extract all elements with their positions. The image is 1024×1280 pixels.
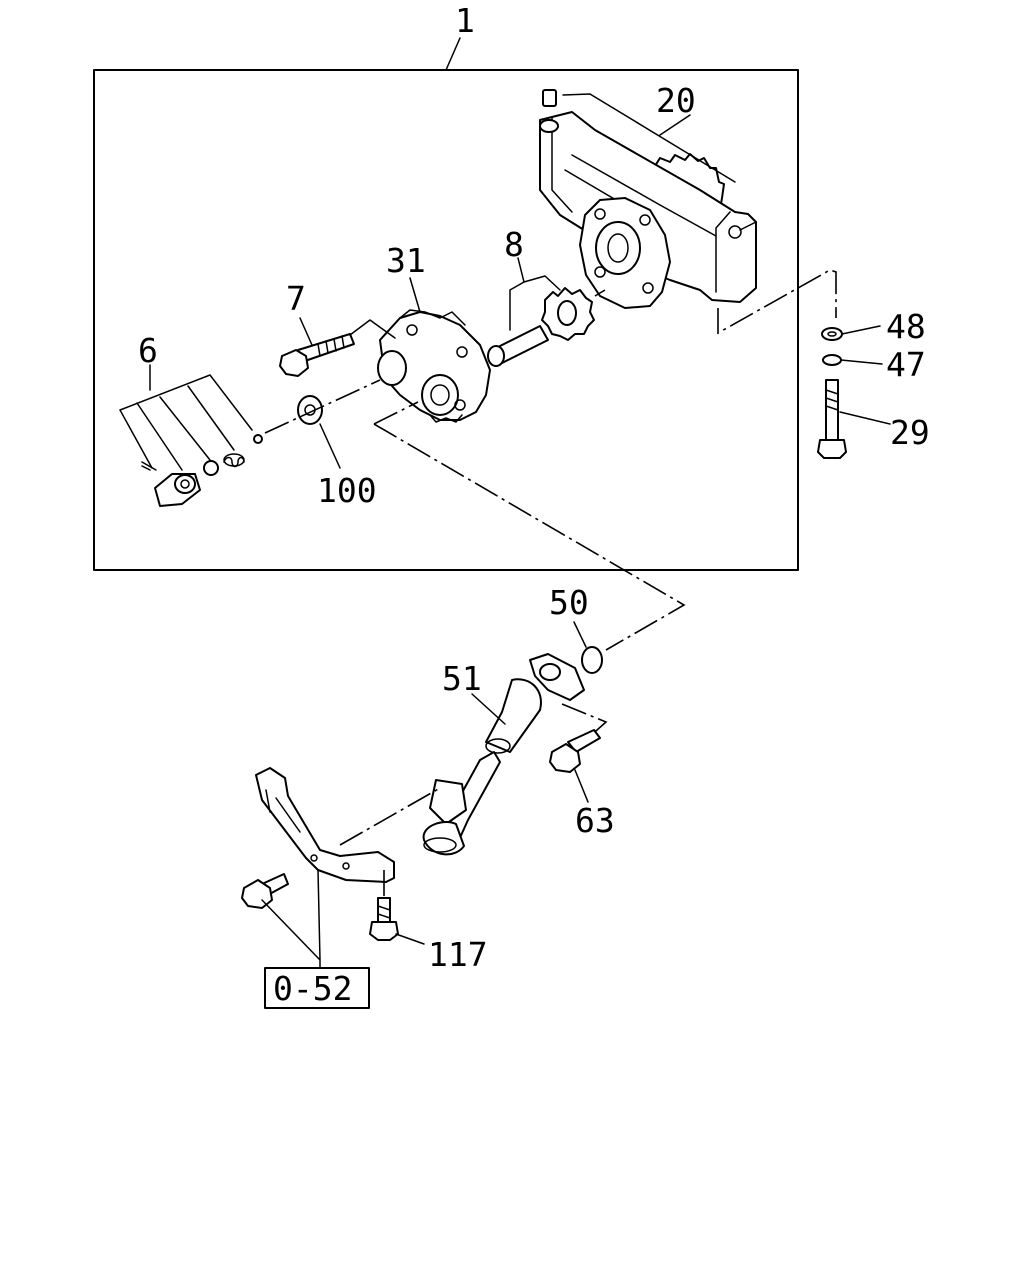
bolt-part-63 [549, 729, 601, 773]
gear-shaft-part-8 [487, 287, 595, 367]
callout-20: 20 [656, 81, 696, 120]
callout-48: 48 [886, 307, 926, 346]
reference-0-52: 0-52 [273, 969, 352, 1008]
leader-7 [299, 317, 396, 346]
o-ring-part-50 [581, 646, 603, 674]
bolt-part-7 [279, 333, 355, 377]
leader-1 [445, 37, 461, 71]
callout-63: 63 [575, 801, 615, 840]
pump-cover-part-31 [377, 309, 491, 423]
bolt-part-29 [817, 379, 847, 459]
callout-50: 50 [549, 583, 589, 622]
washer-part-48 [821, 327, 843, 341]
leader-51 [471, 693, 506, 725]
leader-50 [573, 621, 587, 648]
leader-6 [119, 364, 253, 471]
callout-6: 6 [138, 331, 158, 370]
center-line-pipe-bolt [561, 703, 608, 739]
leader-20 [562, 93, 736, 183]
callout-100: 100 [317, 471, 377, 510]
bolt-part-117 [369, 897, 399, 941]
leader-63 [574, 769, 589, 803]
callout-31: 31 [386, 241, 426, 280]
center-line-bolt-29 [717, 269, 837, 335]
leader-29 [839, 411, 891, 425]
leader-31 [409, 277, 421, 313]
leader-48 [841, 325, 881, 335]
callout-47: 47 [886, 345, 926, 384]
center-line-bracket [339, 787, 441, 846]
center-line-shaft [594, 289, 606, 297]
leader-0-52 [261, 869, 321, 969]
center-line-pipe [373, 401, 686, 651]
callout-8: 8 [504, 225, 524, 264]
leader-47 [840, 359, 883, 365]
pipe-bracket [255, 767, 395, 883]
callout-7: 7 [286, 279, 306, 318]
washer-part-100 [297, 395, 323, 425]
leader-117 [395, 933, 425, 945]
suction-pipe-part-51 [422, 653, 585, 856]
callout-51: 51 [442, 659, 482, 698]
center-line-relief [264, 379, 381, 434]
callout-29: 29 [890, 413, 930, 452]
reference-box [264, 967, 370, 1009]
relief-valve-part-6 [141, 434, 263, 507]
pump-body-part-20 [539, 89, 757, 309]
spring-washer-part-47 [822, 354, 842, 366]
callout-117: 117 [428, 935, 488, 974]
bracket-bolt [241, 873, 289, 909]
leader-8 [509, 257, 561, 331]
callout-1: 1 [455, 1, 475, 40]
leader-100 [319, 423, 341, 469]
